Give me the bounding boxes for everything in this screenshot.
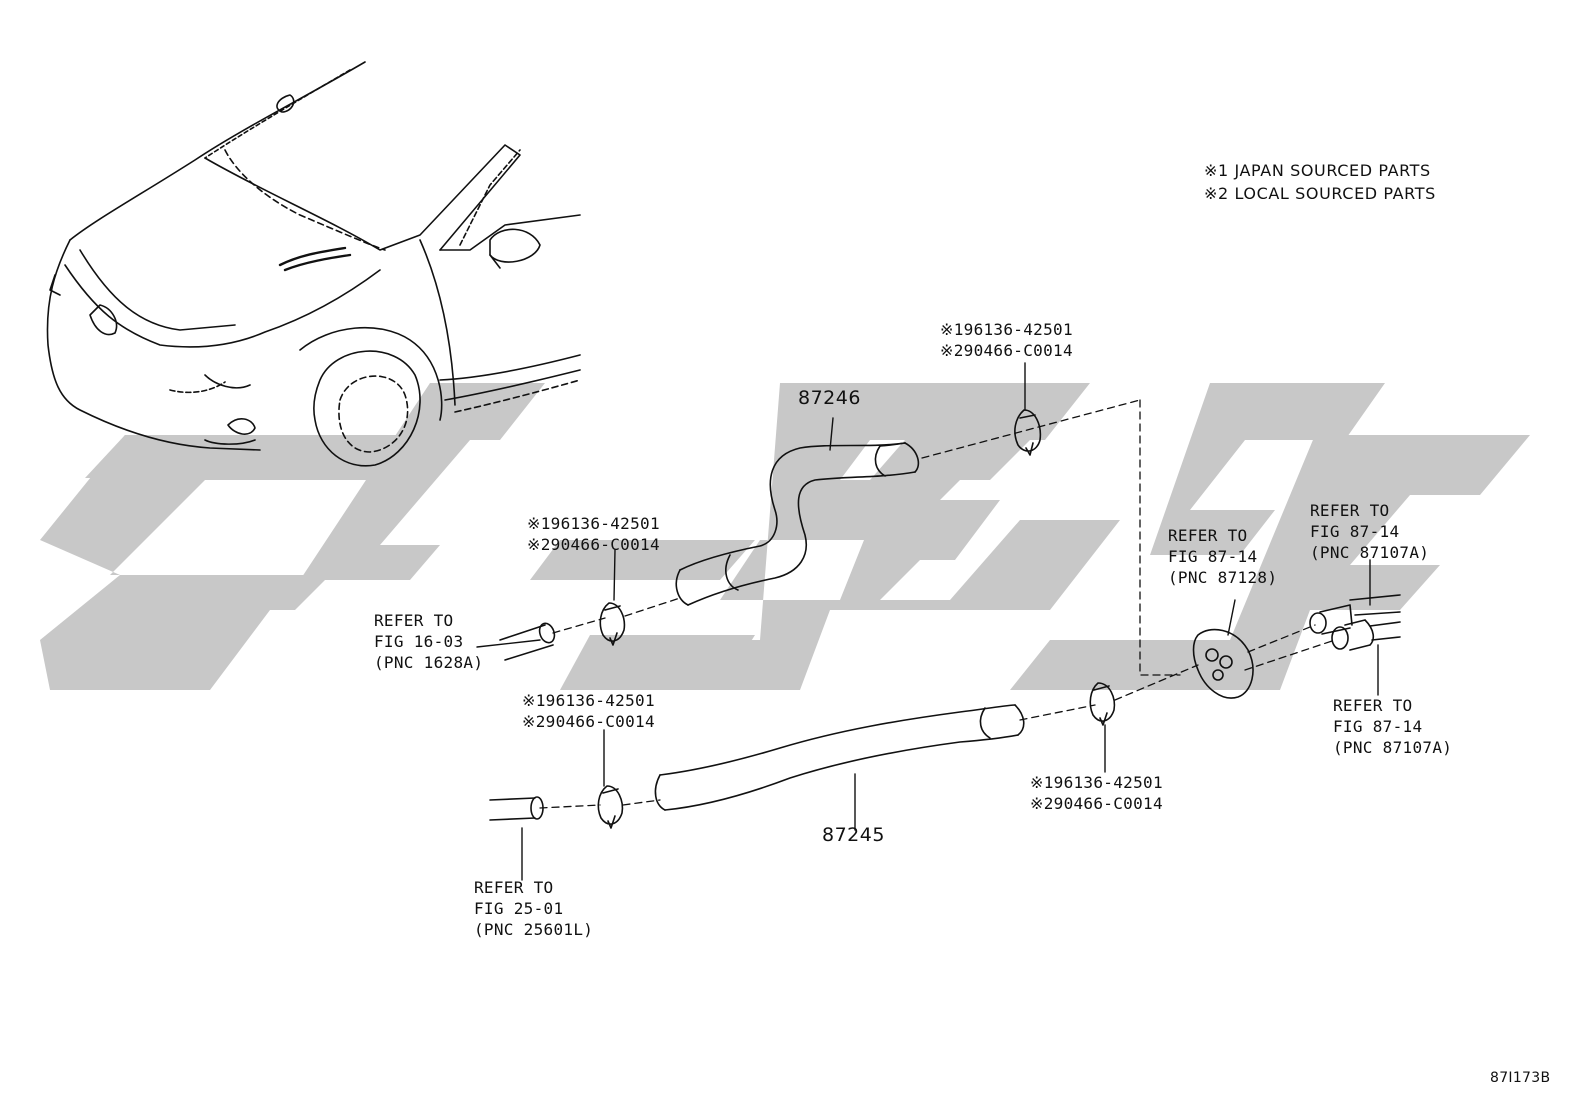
clamp-label-line1: ※196136-42501 — [527, 514, 660, 533]
leader-lines — [476, 362, 1379, 881]
part-number-87245: 87245 — [822, 824, 885, 846]
clamp-label-line2: ※290466-C0014 — [940, 341, 1073, 360]
ref-line2: FIG 87-14 — [1168, 547, 1258, 566]
ref-line3: (PNC 25601L) — [474, 920, 594, 939]
clamp-label-line2: ※290466-C0014 — [527, 535, 660, 554]
clamp-label-line1: ※196136-42501 — [1030, 773, 1163, 792]
figure-code: 87I173B — [1490, 1070, 1551, 1086]
ref-line1: REFER TO — [1168, 526, 1248, 545]
ref-fig-16-03: REFER TO FIG 16-03 (PNC 1628A) — [374, 610, 483, 673]
ref-fig-87-14-pnc-87107a-upper: REFER TO FIG 87-14 (PNC 87107A) — [1310, 500, 1429, 563]
clamp-label-line1: ※196136-42501 — [940, 320, 1073, 339]
ref-line3: (PNC 87128) — [1168, 568, 1278, 587]
ref-line1: REFER TO — [1310, 501, 1390, 520]
ref-fig-87-14-pnc-87128: REFER TO FIG 87-14 (PNC 87128) — [1168, 525, 1277, 588]
ref-fig-87-14-pnc-87107a-lower: REFER TO FIG 87-14 (PNC 87107A) — [1333, 695, 1452, 758]
hose-87246-icon — [675, 442, 920, 606]
pipe-stubs-icon — [489, 594, 1401, 821]
clamp-label-left-lower: ※196136-42501 ※290466-C0014 — [522, 690, 655, 732]
clamp-label-line2: ※290466-C0014 — [522, 712, 655, 731]
clamp-label-line2: ※290466-C0014 — [1030, 794, 1163, 813]
clamp-label-left-upper: ※196136-42501 ※290466-C0014 — [527, 513, 660, 555]
legend-japan-sourced: ※1 JAPAN SOURCED PARTS — [1204, 161, 1431, 180]
ref-line2: FIG 16-03 — [374, 632, 464, 651]
ref-line2: FIG 87-14 — [1310, 522, 1400, 541]
ref-line3: (PNC 1628A) — [374, 653, 484, 672]
hose-87245-icon — [654, 704, 1025, 811]
ref-line3: (PNC 87107A) — [1333, 738, 1453, 757]
ref-line1: REFER TO — [1333, 696, 1413, 715]
ref-line2: FIG 25-01 — [474, 899, 564, 918]
clamp-label-line1: ※196136-42501 — [522, 691, 655, 710]
ref-fig-25-01: REFER TO FIG 25-01 (PNC 25601L) — [474, 877, 593, 940]
car-outline-icon — [46, 61, 581, 467]
ref-line3: (PNC 87107A) — [1310, 543, 1430, 562]
clamp-icons — [597, 409, 1116, 829]
ref-line1: REFER TO — [474, 878, 554, 897]
legend-local-sourced: ※2 LOCAL SOURCED PARTS — [1204, 184, 1436, 203]
part-number-87246: 87246 — [798, 387, 861, 409]
clamp-label-top: ※196136-42501 ※290466-C0014 — [940, 319, 1073, 361]
grommet-icon — [1192, 628, 1254, 699]
clamp-label-right-lower: ※196136-42501 ※290466-C0014 — [1030, 772, 1163, 814]
ref-line2: FIG 87-14 — [1333, 717, 1423, 736]
guide-lines — [539, 399, 1336, 809]
ref-line1: REFER TO — [374, 611, 454, 630]
